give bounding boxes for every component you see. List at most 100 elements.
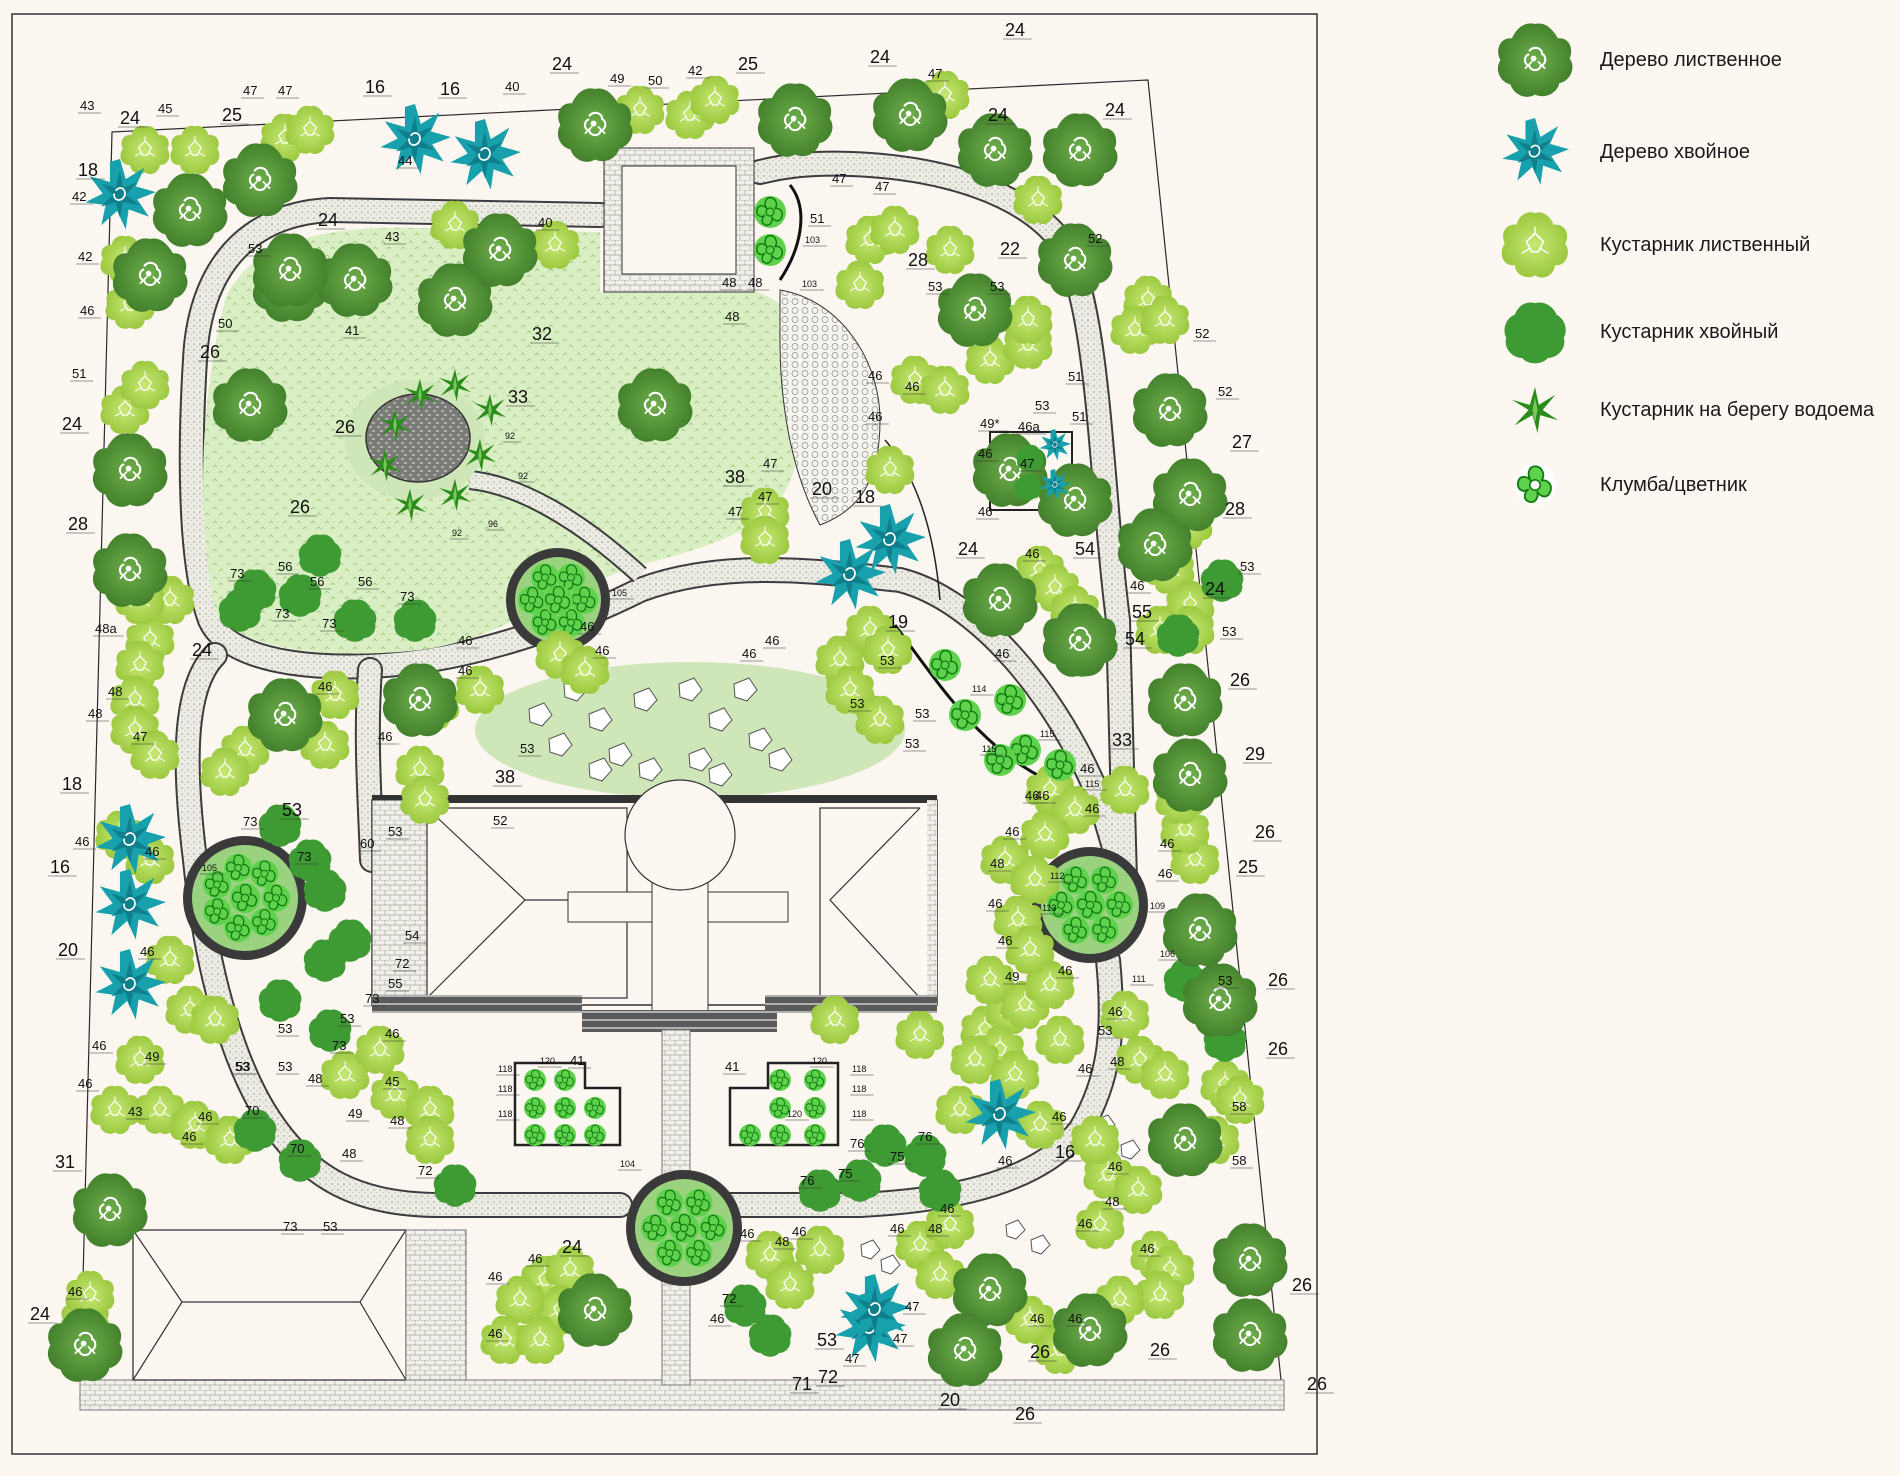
plant-number-label: 26 (200, 342, 220, 362)
plant-number-label: 26 (1015, 1404, 1035, 1424)
plant-number-label: 113 (1042, 903, 1056, 913)
plant-number-label: 47 (728, 504, 742, 519)
plant-number-label: 46 (1035, 788, 1049, 803)
conifer-tree-icon (1501, 117, 1570, 186)
legend-item-waterside-shrub: Кустарник на берегу водоема (1480, 370, 1880, 450)
plant-number-label: 46 (80, 303, 94, 318)
flowerbed-icon (803, 1068, 827, 1092)
plant-number-label: 72 (818, 1367, 838, 1387)
plant-number-label: 46 (182, 1129, 196, 1144)
plant-number-label: 60 (360, 836, 374, 851)
legend-item-flowerbed: Клумба/цветник (1480, 445, 1880, 525)
plant-number-label: 53 (520, 741, 534, 756)
conifer-shrub-icon (1504, 302, 1566, 364)
flowerbed-icon (654, 1188, 685, 1218)
plant-number-label: 26 (1030, 1342, 1050, 1362)
flowerbed-icon (753, 233, 787, 267)
deciduous-shrub-icon (1500, 211, 1569, 279)
plant-number-label: 73 (400, 589, 414, 604)
plant-number-label: 46 (385, 1026, 399, 1041)
plant-number-label: 75 (838, 1166, 852, 1181)
plant-number-label: 46 (140, 944, 154, 959)
plant-number-label: 47 (758, 489, 772, 504)
plant-number-label: 46 (145, 844, 159, 859)
plant-number-label: 48 (722, 275, 736, 290)
patio-stone (688, 747, 713, 772)
garage-roof (132, 1229, 407, 1381)
plant-number-label: 41 (570, 1053, 584, 1068)
plant-number-label: 48 (88, 706, 102, 721)
flowerbed-icon (1089, 915, 1120, 945)
plant-number-label: 53 (236, 1059, 250, 1074)
plant-number-label: 115 (1040, 729, 1054, 739)
plant-number-label: 46 (995, 646, 1009, 661)
plant-number-label: 24 (62, 414, 82, 434)
plant-number-label: 53 (880, 653, 894, 668)
plant-number-label: 46 (92, 1038, 106, 1053)
plant-number-label: 49* (980, 416, 1000, 431)
plant-number-label: 41 (345, 323, 359, 338)
patio-stone (548, 732, 573, 757)
plant-number-label: 70 (290, 1141, 304, 1156)
plant-number-label: 48 (390, 1113, 404, 1128)
plant-number-label: 43 (128, 1104, 142, 1119)
flowerbed-icon (583, 1123, 607, 1147)
flowerbed-icon (1104, 890, 1134, 920)
plant-number-label: 54 (405, 928, 419, 943)
plant-number-label: 46 (1130, 578, 1144, 593)
plant-number-label: 46 (1108, 1159, 1122, 1174)
flowerbed-icon (928, 648, 962, 682)
plant-number-label: 53 (1035, 398, 1049, 413)
plant-number-label: 26 (1255, 822, 1275, 842)
plant-number-label: 18 (855, 487, 875, 507)
legend-label: Дерево хвойное (1600, 141, 1750, 163)
plant-number-label: 46 (1108, 1004, 1122, 1019)
plant-number-label: 118 (498, 1084, 512, 1094)
plant-number-label: 92 (518, 471, 528, 481)
plant-number-label: 54 (1125, 629, 1145, 649)
plant-number-label: 49 (610, 71, 624, 86)
plant-number-label: 51 (1072, 409, 1086, 424)
stepping-stone (860, 1239, 881, 1260)
plant-number-label: 52 (1088, 231, 1102, 246)
plant-number-label: 47 (893, 1331, 907, 1346)
plant-number-label: 46 (1078, 1216, 1092, 1231)
plant-number-label: 46 (868, 409, 882, 424)
plant-number-label: 46a (1018, 419, 1040, 434)
flowerbed-icon (1513, 463, 1557, 507)
plant-number-label: 46 (1085, 801, 1099, 816)
plant-number-label: 40 (538, 215, 552, 230)
plant-number-label: 46 (1052, 1109, 1066, 1124)
legend-label: Кустарник лиственный (1600, 234, 1811, 256)
plant-number-label: 26 (1230, 670, 1250, 690)
plant-number-label: 51 (810, 211, 824, 226)
plant-number-label: 46 (710, 1311, 724, 1326)
plant-number-label: 46 (198, 1109, 212, 1124)
plant-number-label: 24 (562, 1237, 582, 1257)
plant-number-label: 46 (1025, 546, 1039, 561)
plant-number-label: 109 (1150, 901, 1165, 911)
plant-number-label: 73 (243, 814, 257, 829)
plant-number-label: 26 (335, 417, 355, 437)
plant-number-label: 46 (1080, 761, 1094, 776)
plant-number-label: 26 (290, 497, 310, 517)
plant-number-label: 29 (1245, 744, 1265, 764)
plant-number-label: 46 (988, 896, 1002, 911)
plant-number-label: 20 (58, 940, 78, 960)
plant-number-label: 105 (202, 863, 217, 873)
plant-number-label: 53 (1222, 624, 1236, 639)
plant-number-label: 48 (775, 1234, 789, 1249)
plant-number-label: 53 (388, 824, 402, 839)
plant-number-label: 47 (1020, 456, 1034, 471)
plant-number-label: 47 (845, 1351, 859, 1366)
flowerbed-icon (768, 1068, 792, 1092)
plant-number-label: 24 (958, 539, 978, 559)
plant-number-label: 24 (192, 640, 212, 660)
plant-number-label: 46 (742, 646, 756, 661)
deciduous-tree-icon (1496, 22, 1574, 98)
flowerbed-icon (698, 1213, 728, 1243)
plant-number-label: 46 (458, 663, 472, 678)
plant-number-label: 53 (340, 1011, 354, 1026)
flowerbed-icon (583, 1096, 607, 1120)
